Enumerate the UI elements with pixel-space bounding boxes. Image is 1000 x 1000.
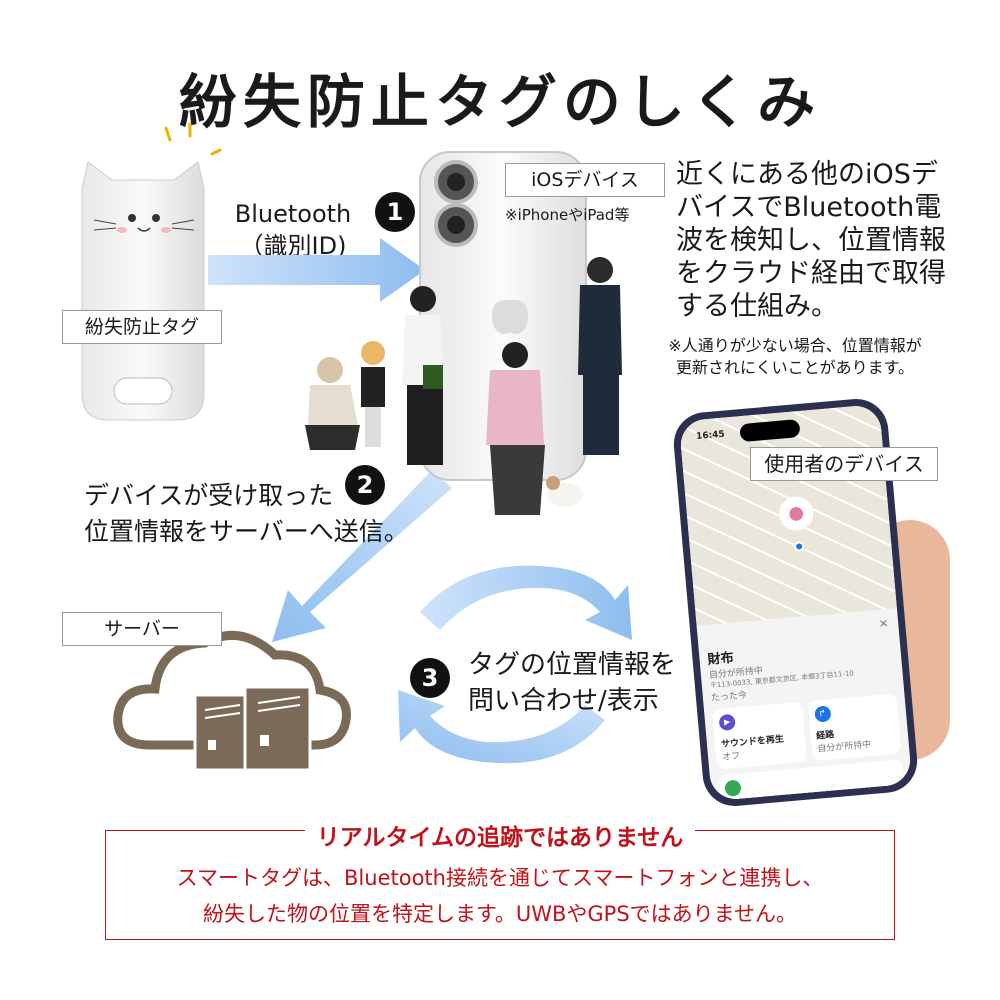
warning-heading-text: リアルタイムの追跡ではありません	[304, 825, 696, 851]
play-icon: ▶	[718, 713, 736, 732]
man-white-shirt	[402, 286, 444, 465]
explanation-line: 波を検知し、位置情報	[676, 225, 946, 256]
warning-line: スマートタグは、Bluetooth接続を通じてスマートフォンと連携し、	[176, 866, 824, 890]
explanation-line: をクラウド経由で取得	[676, 258, 946, 289]
warning-heading: リアルタイムの追跡ではありません	[0, 818, 1000, 852]
user-device-label: 使用者のデバイス	[750, 447, 938, 481]
cloud-server-icon	[113, 630, 351, 770]
step-2-line: デバイスが受け取った	[84, 481, 334, 510]
directions-icon: ↱	[813, 705, 831, 723]
note-line: ※人通りが少ない場合、位置情報が	[668, 336, 922, 355]
step-1-badge: 1	[375, 192, 415, 232]
bluetooth-arrow	[208, 238, 425, 302]
warning-text: スマートタグは、Bluetooth接続を通じてスマートフォンと連携し、 紛失した…	[105, 860, 895, 932]
item-sheet: ✕ 財布 自分が所持中 〒113-0033, 東京都文京区, 本郷3丁目11-1…	[696, 608, 913, 802]
explanation-line: する仕組み。	[676, 291, 838, 322]
query-arrow	[420, 565, 632, 640]
warning-line: 紛失した物の位置を特定します。UWBやGPSではありません。	[202, 902, 798, 926]
play-sound-button[interactable]: ▶ サウンドを再生 オフ	[712, 701, 807, 770]
man-suit	[578, 257, 622, 455]
people-illustration	[305, 257, 622, 515]
step-3-badge: 3	[410, 658, 450, 698]
page-title: 紛失防止タグのしくみ	[178, 68, 822, 136]
woman-pink	[486, 342, 545, 515]
step-2-badge: 2	[345, 465, 385, 505]
ios-device-label: iOSデバイス	[505, 163, 665, 197]
tag-label: 紛失防止タグ	[62, 310, 222, 344]
note-text: ※人通りが少ない場合、位置情報が 更新されにくいことがあります。	[640, 335, 950, 379]
step-3-line: タグの位置情報を	[468, 650, 677, 680]
step-3-text: タグの位置情報を 問い合わせ/表示	[468, 647, 676, 719]
close-icon[interactable]: ✕	[878, 617, 889, 631]
child	[361, 341, 385, 447]
explanation-line: バイスでBluetooth電	[676, 192, 942, 223]
ios-device-note: ※iPhoneやiPad等	[505, 206, 630, 224]
person-crouching	[305, 357, 360, 450]
step-3-line: 問い合わせ/表示	[468, 686, 659, 716]
cat-tag-image	[81, 161, 205, 421]
dog	[546, 476, 583, 507]
server-label: サーバー	[62, 612, 222, 646]
display-arrow	[398, 690, 605, 764]
bluetooth-line1: Bluetooth	[234, 200, 352, 228]
step-2-line: 位置情報をサーバーへ送信。	[84, 517, 409, 546]
note-line: 更新されにくいことがあります。	[675, 358, 915, 377]
upload-arrow	[272, 470, 452, 642]
directions-button[interactable]: ↱ 経路 自分が所持中	[807, 693, 902, 762]
explanation-line: 近くにある他のiOSデ	[676, 159, 938, 190]
sparkle-icon	[164, 122, 222, 156]
share-people-icon	[724, 779, 742, 797]
explanation-text: 近くにある他のiOSデ バイスでBluetooth電 波を検知し、位置情報 をク…	[676, 158, 946, 323]
step-2-text: デバイスが受け取った 位置情報をサーバーへ送信。	[84, 478, 409, 550]
